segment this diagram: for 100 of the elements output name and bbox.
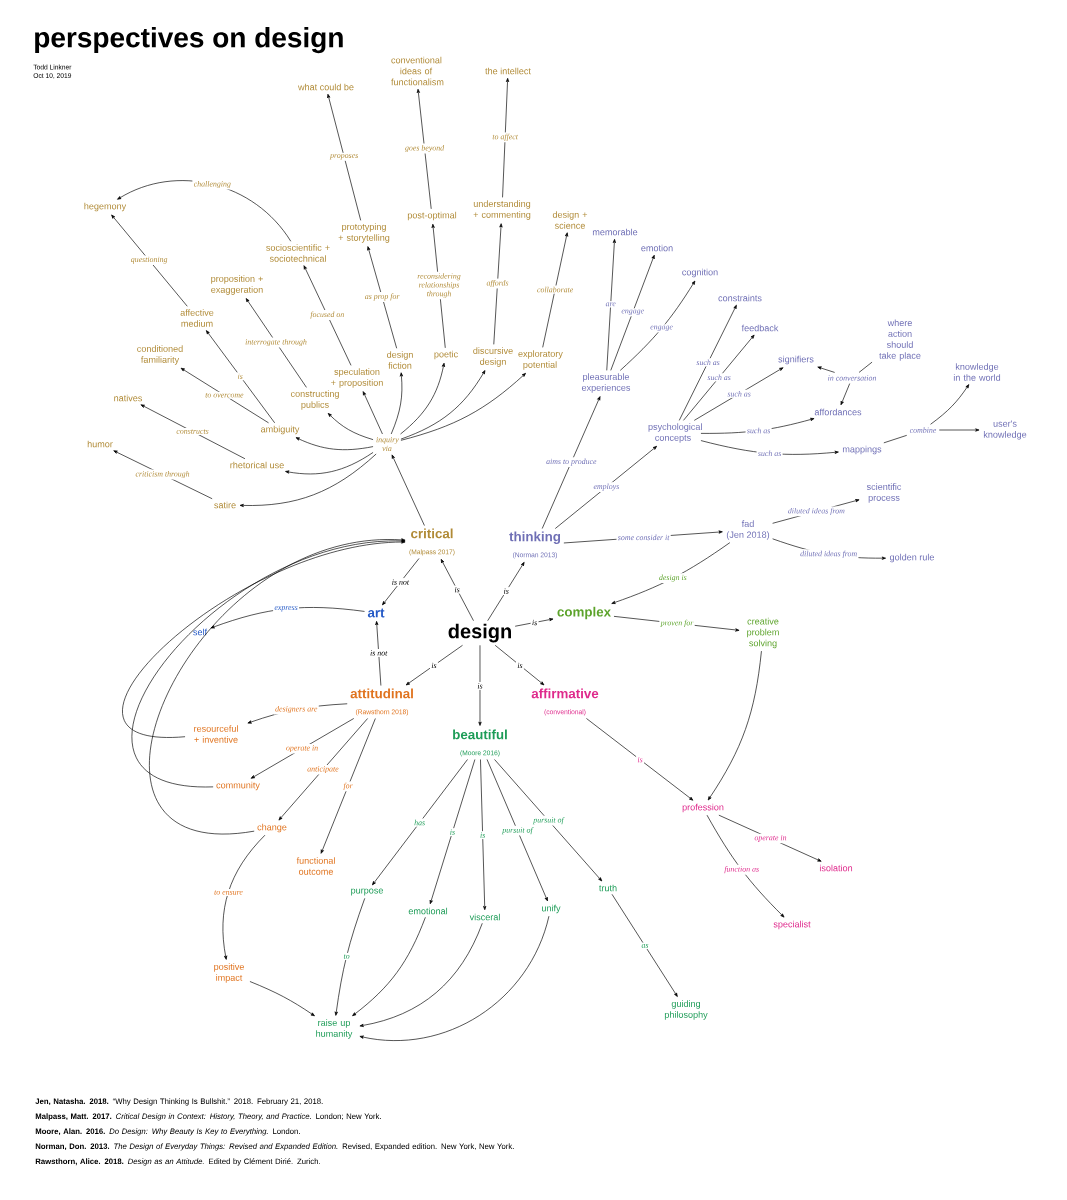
concept-label: visceral — [469, 913, 500, 921]
concept-label: golden rule — [889, 553, 934, 563]
arrow — [327, 93, 362, 221]
arrow — [303, 265, 352, 366]
concept-label: knowledge in the world — [953, 363, 1001, 381]
concept-label: resourceful + inventive — [194, 725, 238, 743]
arrow — [678, 304, 737, 421]
concept-label: satire — [214, 501, 236, 509]
concept-label: profession — [682, 803, 724, 813]
arrow — [391, 454, 425, 526]
arrow — [554, 445, 657, 529]
concept-label: psychological concepts — [648, 423, 702, 443]
arrow — [541, 396, 601, 529]
arrow — [610, 254, 655, 371]
arrow — [707, 650, 762, 801]
arrow — [320, 718, 376, 854]
concept-label: truth — [599, 884, 617, 892]
concept-label: humor — [87, 440, 113, 448]
arrow — [249, 981, 315, 1017]
concept-label: socioscientific + sociotechnical — [266, 244, 330, 262]
concept-label: poetic — [434, 350, 458, 360]
arrow — [440, 559, 474, 622]
concept-label: constructing publics — [290, 390, 339, 410]
arrow — [586, 718, 694, 801]
arrow — [205, 330, 276, 424]
concept-label: guiding philosophy — [664, 1000, 708, 1020]
category-heading: art — [367, 608, 385, 618]
concept-label: change — [257, 823, 287, 833]
concept-label: where action should take place — [879, 319, 921, 361]
arrow — [683, 334, 755, 421]
concept-label: the intellect — [485, 67, 531, 75]
arrow — [362, 391, 383, 435]
connector-line — [883, 435, 908, 444]
arrow — [359, 915, 550, 1041]
concept-label: fad (Jen 2018) — [726, 520, 770, 540]
arrow — [295, 437, 374, 451]
arrow — [375, 621, 382, 686]
concept-label: user's knowledge — [983, 420, 1027, 440]
arrow — [494, 644, 545, 686]
arrow — [352, 916, 426, 1017]
concept-label: affordances — [814, 408, 862, 416]
arrow — [245, 298, 307, 388]
arrow — [372, 759, 468, 886]
arrow — [840, 383, 851, 406]
arrow — [718, 814, 822, 862]
arrow — [250, 718, 355, 779]
concept-label: constraints — [718, 294, 762, 302]
concept-label: specialist — [773, 920, 811, 930]
concept-label: proposition + exaggeration — [211, 275, 263, 295]
arrow — [416, 88, 432, 210]
concept-label: hegemony — [84, 202, 127, 212]
concept-label: functional outcome — [296, 857, 335, 875]
connector-line — [858, 361, 873, 373]
arrow — [327, 413, 374, 440]
concept-label: affective medium — [180, 309, 214, 327]
concept-label: unify — [542, 904, 561, 914]
concept-label: emotion — [641, 244, 673, 252]
arrow — [706, 814, 785, 918]
arrow — [429, 759, 476, 905]
arrow — [514, 618, 554, 627]
arrow — [400, 372, 526, 441]
concept-label: speculation + proposition — [331, 368, 383, 388]
arrow — [367, 246, 397, 349]
concept-label: design fiction — [387, 351, 413, 369]
concept-label: understanding + commenting — [473, 200, 531, 220]
arrow — [400, 362, 445, 435]
arrow — [359, 922, 483, 1027]
arrow — [222, 834, 266, 960]
concept-label: isolation — [819, 864, 853, 872]
arrow — [486, 759, 548, 902]
concept-label: discursive design — [473, 347, 513, 367]
arrow — [382, 558, 420, 606]
arrow — [122, 540, 406, 738]
concept-label: ambiguity — [260, 425, 300, 435]
arrow — [938, 428, 980, 432]
arrow — [487, 561, 525, 622]
concept-label: feedback — [741, 324, 779, 332]
concept-label: purpose — [351, 888, 383, 896]
arrow — [113, 450, 213, 500]
arrow — [334, 898, 366, 1016]
concept-label: prototyping + storytelling — [338, 223, 390, 243]
arrow — [405, 644, 463, 686]
arrow — [478, 644, 482, 726]
arrow — [140, 404, 246, 460]
arrow — [480, 759, 487, 911]
arrow — [493, 223, 503, 345]
concept-label: community — [216, 781, 260, 791]
arrow — [611, 893, 678, 997]
concept-label: mappings — [842, 445, 882, 455]
concept-label: signifiers — [778, 355, 814, 365]
concept-label: conventional ideas of functionalism — [391, 56, 444, 86]
arrow — [390, 372, 404, 435]
arrow — [239, 453, 377, 508]
arrow — [494, 759, 603, 882]
concept-label: self — [193, 628, 208, 636]
arrow — [542, 232, 569, 348]
concept-label: exploratory potential — [518, 350, 563, 370]
arrow — [400, 370, 486, 440]
concept-label: cognition — [682, 268, 718, 278]
arrow — [817, 366, 835, 373]
